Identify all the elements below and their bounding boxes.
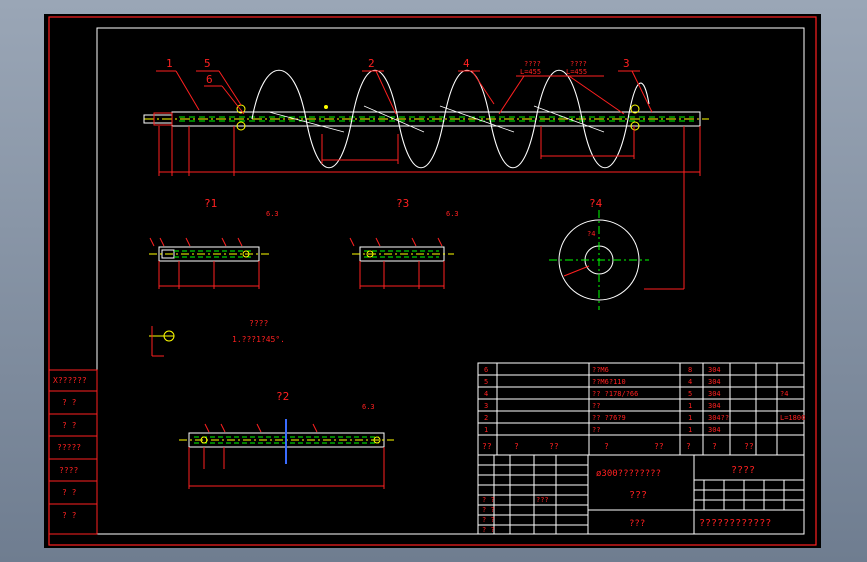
bom-cell-qty: 1 bbox=[688, 414, 692, 422]
bom-cell-material: 304 bbox=[708, 366, 721, 374]
sig-row-3: ? ? bbox=[482, 526, 495, 534]
bom-header-cell: ? bbox=[686, 442, 691, 451]
inner-frame bbox=[96, 27, 805, 535]
bom-table bbox=[477, 362, 805, 456]
bom-cell-no: 5 bbox=[484, 378, 488, 386]
drawing-sheet[interactable]: 1 5 6 2 4 3 ???? L=455 ???? L=455 bbox=[44, 14, 821, 548]
title-company: ??? bbox=[629, 519, 645, 529]
left-strip-1: ? ? bbox=[62, 398, 77, 407]
detail-view-4 bbox=[549, 210, 649, 310]
callout-6: 6 bbox=[206, 73, 213, 86]
bom-cell-qty: 8 bbox=[688, 366, 692, 374]
bom-cell-name: ?? ?76?9 bbox=[592, 414, 626, 422]
drawing-canvas[interactable]: 1 5 6 2 4 3 ???? L=455 ???? L=455 bbox=[44, 14, 821, 548]
callout-4: 4 bbox=[463, 57, 470, 70]
left-strip-0: X?????? bbox=[53, 376, 87, 385]
callout-2: 2 bbox=[368, 57, 375, 70]
title-product: ø300???????? bbox=[596, 469, 661, 479]
sig-row-0: ? ? bbox=[482, 496, 495, 504]
bom-cell-qty: 1 bbox=[688, 426, 692, 434]
view-label-3: ?3 bbox=[396, 197, 409, 210]
left-strip-4: ???? bbox=[59, 466, 78, 475]
title-product-2: ??? bbox=[629, 490, 647, 501]
bom-header-cell: ? bbox=[712, 442, 717, 451]
leader-note-2-line2: L=455 bbox=[566, 68, 587, 76]
left-strip-table bbox=[48, 369, 98, 535]
detail-view-1 bbox=[149, 237, 269, 289]
bom-header: ???????????? bbox=[482, 442, 754, 451]
sig-row-1: ? ? bbox=[482, 506, 495, 514]
left-strip-5: ? ? bbox=[62, 488, 77, 497]
outer-frame bbox=[48, 16, 817, 546]
bom-cell-material: 304 bbox=[708, 378, 721, 386]
bom-cell-qty: 4 bbox=[688, 378, 692, 386]
bom-cell-name: ?? bbox=[592, 426, 600, 434]
title-drawing-no: ???????????? bbox=[699, 518, 771, 529]
bom-header-cell: ?? bbox=[482, 442, 492, 451]
bom-cell-no: 4 bbox=[484, 390, 488, 398]
callout-3: 3 bbox=[623, 57, 630, 70]
bom-cell-remark: ?4 bbox=[780, 390, 788, 398]
bom-cell-name: ?? bbox=[592, 402, 600, 410]
view-label-1: ?1 bbox=[204, 197, 217, 210]
detail-view-3 bbox=[349, 237, 454, 289]
bom-cell-no: 6 bbox=[484, 366, 488, 374]
callout-5: 5 bbox=[204, 57, 211, 70]
bom-cell-no: 1 bbox=[484, 426, 488, 434]
bom-cell-name: ??M6 bbox=[592, 366, 609, 374]
sig-row-2: ? ? bbox=[482, 516, 495, 524]
leader-note-2-line1: ???? bbox=[570, 60, 587, 68]
bom-cell-remark: L=1800 bbox=[780, 414, 805, 422]
left-strip-6: ? ? bbox=[62, 511, 77, 520]
left-strip-2: ? ? bbox=[62, 421, 77, 430]
notes-line-1: 1.???1?45°. bbox=[232, 335, 285, 344]
leader-note-1-line1: ???? bbox=[524, 60, 541, 68]
bom-header-cell: ?? bbox=[549, 442, 559, 451]
notes-title: ???? bbox=[249, 319, 268, 328]
bom-header-cell: ? bbox=[514, 442, 519, 451]
view-label-4-small: ?4 bbox=[587, 230, 595, 238]
bom-header-cell: ?? bbox=[654, 442, 664, 451]
roughness-1: 6.3 bbox=[266, 210, 279, 218]
bom-cell-name: ?? ?178/?66 bbox=[592, 390, 638, 398]
view-label-4: ?4 bbox=[589, 197, 603, 210]
detail-view-2 bbox=[179, 419, 394, 489]
callout-1: 1 bbox=[166, 57, 173, 70]
left-strip-3: ????? bbox=[57, 443, 81, 452]
bom-cell-name: ??M6?110 bbox=[592, 378, 626, 386]
leader-note-1-line2: L=455 bbox=[520, 68, 541, 76]
bom-cell-qty: 5 bbox=[688, 390, 692, 398]
bom-header-cell: ?? bbox=[744, 442, 754, 451]
bom-header-cell: ? bbox=[604, 442, 609, 451]
bom-cell-material: 304 bbox=[708, 426, 721, 434]
bom-rows: 6 ??M6 8 304 5 ??M6?110 4 304 4 ?? ?178/?66 5 304 ?4… bbox=[484, 366, 805, 434]
bom-cell-material: 304 bbox=[708, 402, 721, 410]
title-block bbox=[477, 454, 805, 535]
roughness-3: 6.3 bbox=[446, 210, 459, 218]
title-doc: ???? bbox=[731, 465, 755, 476]
bom-cell-material: 304 bbox=[708, 390, 721, 398]
view-label-2: ?2 bbox=[276, 390, 289, 403]
bom-cell-qty: 1 bbox=[688, 402, 692, 410]
bom-cell-no: 3 bbox=[484, 402, 488, 410]
bom-cell-no: 2 bbox=[484, 414, 488, 422]
bom-cell-material: 304?? bbox=[708, 414, 729, 422]
sig-mid: ??? bbox=[536, 496, 549, 504]
roughness-2: 6.3 bbox=[362, 403, 375, 411]
datum-symbol bbox=[149, 326, 175, 357]
main-view bbox=[143, 69, 709, 290]
